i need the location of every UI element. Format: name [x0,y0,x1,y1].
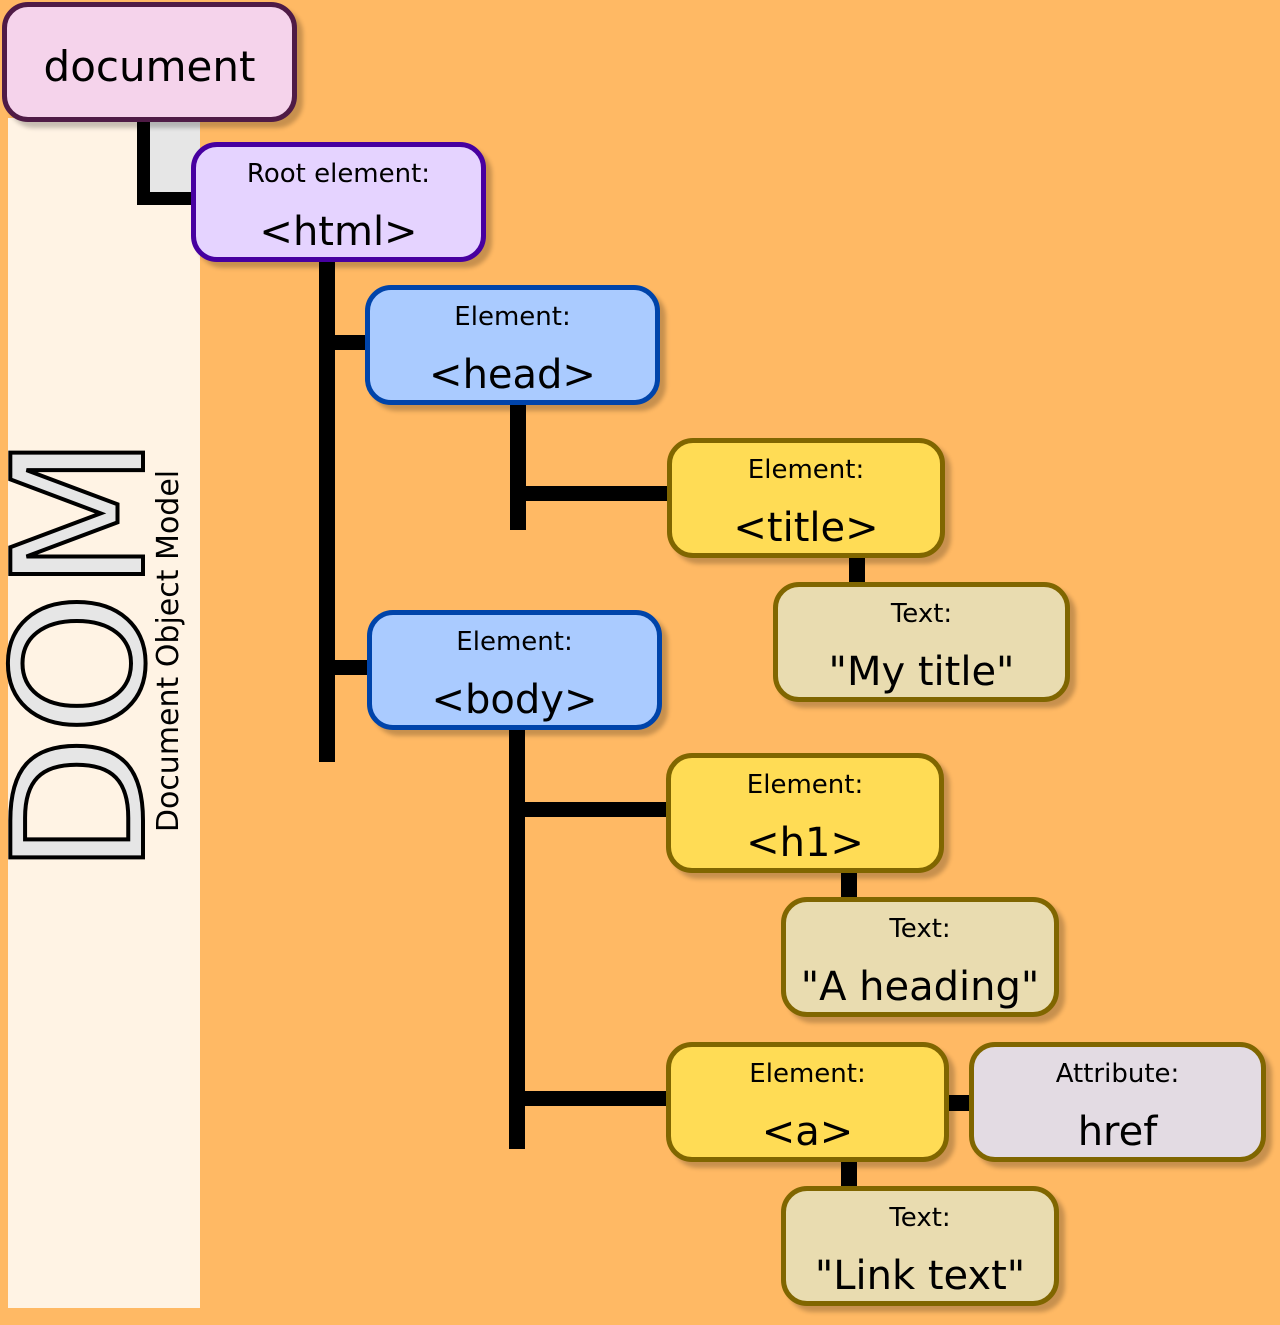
node-document: document [2,2,297,122]
node-h1-text-value: "A heading" [800,964,1040,1010]
node-h1-value: <h1> [746,820,864,866]
connector-to-h1 [509,802,670,817]
node-html-value: <html> [259,209,418,255]
node-h1-label: Element: [746,770,864,800]
node-html-label: Root element: [246,159,431,189]
node-h1: Element: <h1> [666,753,944,873]
connector-a-to-text [841,1158,857,1190]
node-head-value: <head> [429,352,596,398]
node-a-value: <a> [761,1109,854,1155]
node-document-value: document [43,42,256,91]
node-a-label: Element: [749,1059,866,1089]
node-h1-text-label: Text: [889,914,951,944]
node-title-text-value: "My title" [828,649,1015,695]
node-href: Attribute: href [969,1042,1266,1162]
side-panel [8,118,200,1308]
connector-head-trunk [510,404,526,530]
dom-subtitle: Document Object Model [151,469,186,833]
node-h1-text: Text: "A heading" [781,897,1059,1017]
connector-to-head [319,335,369,350]
node-title-text-label: Text: [890,599,953,629]
node-html: Root element: <html> [191,142,486,262]
node-title-text: Text: "My title" [773,582,1070,702]
node-a-text-label: Text: [889,1203,951,1233]
node-title-value: <title> [733,505,879,551]
connector-to-body [319,660,371,675]
node-head: Element: <head> [365,285,660,405]
node-title: Element: <title> [667,438,945,558]
node-head-label: Element: [454,302,571,332]
connector-a-to-href [945,1095,973,1111]
node-href-label: Attribute: [1055,1059,1180,1089]
connector-corner-fill [145,118,200,198]
node-body-value: <body> [431,677,598,723]
node-body: Element: <body> [367,610,662,730]
node-a: Element: <a> [666,1042,949,1162]
connector-document-down [137,118,150,205]
connector-to-title [510,486,671,501]
connector-h1-to-text [841,870,857,900]
dom-title: DOM [0,433,188,877]
connector-document-to-html [137,192,195,205]
node-a-text: Text: "Link text" [781,1186,1059,1306]
connector-to-a [509,1091,670,1106]
connector-body-trunk [509,728,525,1149]
node-body-label: Element: [456,627,573,657]
connector-html-trunk [319,258,335,762]
node-title-label: Element: [747,455,865,485]
node-href-value: href [1077,1109,1158,1155]
node-a-text-value: "Link text" [814,1253,1026,1299]
connector-title-to-text [849,555,865,585]
